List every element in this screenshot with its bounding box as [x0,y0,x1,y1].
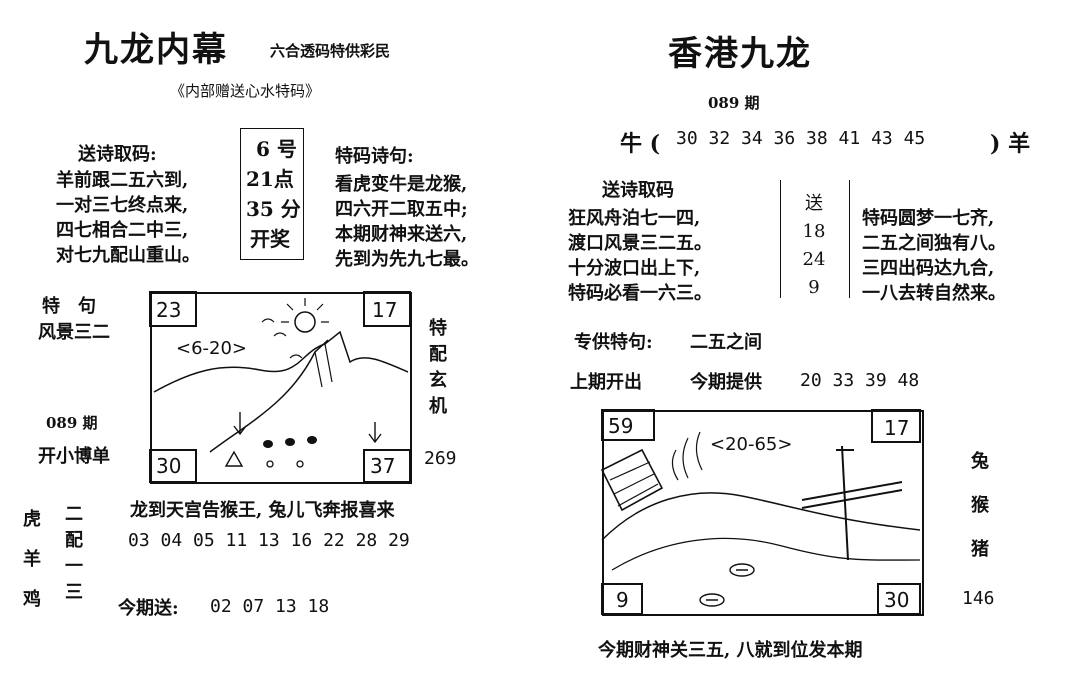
right-picture-br: 30 [884,588,910,612]
right-picture-tr: 17 [884,416,910,440]
zodiac-char: 猪 [971,539,989,560]
left-poem-title: 送诗取码: [78,144,157,165]
side-char: 机 [429,396,447,417]
right-picture-tl: 59 [608,414,634,438]
side-char: 配 [429,344,447,365]
draw-time-box [240,128,304,260]
send-number: 18 [802,221,826,242]
provide-label: 今期提供 [690,372,762,393]
left-subtitle: 六合透码特供彩民 [270,42,391,60]
goat-label: ) 羊 [990,131,1031,157]
left-title: 九龙内幕 [84,30,228,70]
side-char: 玄 [429,370,447,391]
left-poem-line: 四七相合二中三, [56,220,189,241]
left-poem-line: 对七九配山重山。 [56,245,200,266]
draw-time-text: 6 号 21点 35 分 开奖 [246,134,301,254]
zodiac-char: 配 [65,530,83,551]
special-label-2: 风景三二 [38,322,110,343]
left-picture-sketch [149,291,411,483]
side-char: 特 [429,318,447,339]
draw-label: 开奖 [250,227,290,251]
left-picture-frame [150,292,412,484]
send-label: 送 [805,193,823,214]
right-poem: 狂风舟泊七一四, 渡口风景三二五。 十分波口出上下, 特码必看一六三。 [568,206,712,306]
left-poem-line: 羊前跟二五六到, [56,170,189,191]
left-verse-line: 先到为先九七最。 [335,249,479,270]
left-verse-line: 四六开二取五中; [335,199,468,220]
right-poem-line: 渡口风景三二五。 [568,233,712,254]
left-verse: 看虎变牛是龙猴, 四六开二取五中; 本期财神来送六, 先到为先九七最。 [335,172,479,272]
right-title: 香港九龙 [668,34,812,74]
draw-day: 6 号 [256,137,297,161]
right-verse-line: 三四出码达九合, [862,258,995,279]
right-poem-line: 特码必看一六三。 [568,283,712,304]
left-tagline: 《内部赠送心水特码》 [170,82,321,100]
right-footer: 今期财神关三五, 八就到位发本期 [598,640,863,661]
draw-minute: 35 分 [246,197,301,221]
zodiac-col-1: 虎 羊 鸡 [20,500,44,620]
send-number: 24 [802,249,826,270]
zodiac-char: 一 [65,556,83,577]
zodiac-char: 虎 [23,509,41,530]
gift-numbers: 02 07 13 18 [210,596,330,617]
ox-numbers: 30 32 34 36 38 41 43 45 [676,128,926,149]
zodiac-char: 二 [65,504,83,525]
draw-hour: 21点 [246,167,294,191]
zodiac-char: 羊 [23,549,41,570]
left-picture-range: <6-20> [176,338,248,359]
special-label-1: 特 句 [42,296,96,317]
right-poem-line: 狂风舟泊七一四, [568,208,701,229]
zodiac-char: 鸡 [23,589,41,610]
left-issue: 089 期 [46,414,98,432]
left-poem: 羊前跟二五六到, 一对三七终点来, 四七相合二中三, 对七九配山重山。 [56,168,200,268]
right-verse-line: 二五之间独有八。 [862,233,1006,254]
right-picture-bl: 9 [616,588,629,612]
left-picture-br: 37 [370,454,396,478]
left-numbers: 03 04 05 11 13 16 22 28 29 [128,530,410,551]
left-verse-line: 本期财神来送六, [335,224,468,245]
gift-label: 今期送: [118,598,179,619]
right-picture-range: <20-65> [710,434,793,455]
right-verse-line: 特码圆梦一七齐, [862,208,995,229]
ox-label: 牛 ( [620,131,661,157]
left-picture-bl: 30 [156,454,182,478]
left-verse-line: 看虎变牛是龙猴, [335,174,468,195]
zodiac-col-2: 二 配 一 三 [62,502,86,606]
left-slogan: 龙到天宫告猴王, 兔儿飞奔报喜来 [130,500,395,521]
special-verse: 二五之间 [690,332,762,353]
zodiac-char: 三 [65,582,83,603]
left-picture-tr: 17 [372,298,398,322]
left-poem-line: 一对三七终点来, [56,195,189,216]
right-picture-frame [602,410,924,616]
zodiac-char: 猴 [971,495,989,516]
send-number: 9 [808,277,820,298]
special-verse-label: 专供特句: [574,332,653,353]
right-zodiac-vertical: 兔 猴 猪 [968,440,992,572]
side-vertical-text: 特 配 玄 机 [426,316,450,420]
left-picture-tl: 23 [156,298,182,322]
zodiac-char: 兔 [971,451,989,472]
right-poem-title: 送诗取码 [602,180,674,201]
send-box [780,180,850,298]
right-verse: 特码圆梦一七齐, 二五之间独有八。 三四出码达九合, 一八去转自然来。 [862,206,1006,306]
provide-numbers: 20 33 39 48 [800,370,920,391]
right-picture-sketch [600,409,921,615]
right-poem-line: 十分波口出上下, [568,258,701,279]
bet-label: 开小博单 [38,446,110,467]
right-verse-line: 一八去转自然来。 [862,283,1006,304]
right-side-number: 146 [962,588,995,609]
last-label: 上期开出 [570,372,642,393]
send-box-text: 送 18 24 9 [792,190,836,302]
left-verse-title: 特码诗句: [335,146,414,167]
right-issue: 089 期 [708,94,760,112]
left-side-number: 269 [424,448,457,469]
